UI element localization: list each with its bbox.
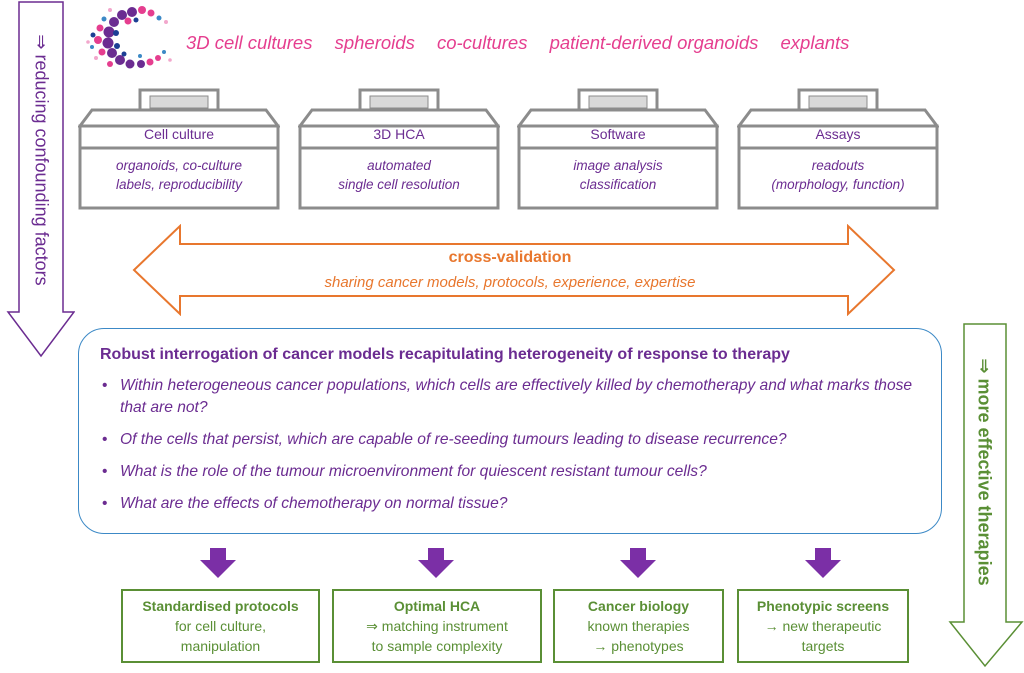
outcome-cancer-biology: Cancer biology known therapies → phenoty… — [553, 589, 724, 663]
toolbox-detail: readouts — [811, 158, 865, 173]
down-arrow-icon — [200, 548, 236, 578]
toolbox-title: Software — [590, 126, 646, 142]
toolbox-icon — [517, 88, 719, 210]
toolbox-cell-culture: Cell culture organoids, co-culture label… — [78, 88, 280, 210]
down-arrow-icon — [418, 548, 454, 578]
toolbox-software: Software image analysis classification — [517, 88, 719, 210]
logo-dotted-c — [86, 6, 172, 69]
questions-panel — [78, 328, 942, 534]
cross-validation-title: cross-validation — [448, 249, 572, 266]
question-item: Within heterogeneous cancer populations,… — [100, 375, 920, 419]
toolbox-icon — [737, 88, 939, 210]
toolbox-title: Assays — [815, 126, 861, 142]
question-item: What are the effects of chemotherapy on … — [100, 493, 920, 515]
toolbox-detail: classification — [579, 177, 657, 192]
toolbox-detail: organoids, co-culture — [115, 158, 243, 173]
outcome-detail: → phenotypes — [593, 638, 684, 654]
cross-validation-subtitle: sharing cancer models, protocols, experi… — [324, 274, 696, 291]
model-type: spheroids — [334, 32, 415, 53]
questions-list: Within heterogeneous cancer populations,… — [100, 375, 920, 525]
question-item: Of the cells that persist, which are cap… — [100, 429, 920, 451]
model-type: explants — [780, 32, 850, 53]
outcome-phenotypic-screens: Phenotypic screens → new therapeutic tar… — [737, 589, 909, 663]
toolbox-detail: labels, reproducibility — [115, 177, 243, 192]
outcome-detail: to sample complexity — [371, 638, 503, 654]
toolbox-title: Cell culture — [143, 126, 215, 142]
cross-validation-double-arrow — [132, 224, 896, 316]
outcome-title: Standardised protocols — [142, 598, 299, 614]
outcome-title: Cancer biology — [587, 598, 690, 614]
outcome-detail: known therapies — [587, 618, 690, 634]
toolbox-detail: (morphology, function) — [771, 177, 905, 192]
outcome-optimal-hca: Optimal HCA ⇒ matching instrument to sam… — [332, 589, 542, 663]
left-down-arrow: ⇒ reducing confounding factors — [5, 0, 76, 360]
toolbox-assays: Assays readouts (morphology, function) — [737, 88, 939, 210]
toolbox-icon — [298, 88, 500, 210]
outcome-detail: targets — [801, 638, 845, 654]
question-item: What is the role of the tumour microenvi… — [100, 461, 920, 483]
outcome-title: Optimal HCA — [393, 598, 481, 614]
toolbox-detail: single cell resolution — [338, 177, 460, 192]
outcome-detail: for cell culture, — [174, 618, 267, 634]
right-down-arrow: ⇒ more effective therapies — [948, 322, 1024, 668]
toolbox-title: 3D HCA — [373, 126, 425, 142]
toolbox-detail: automated — [367, 158, 431, 173]
outcome-detail: ⇒ matching instrument — [366, 618, 508, 634]
outcome-detail: manipulation — [180, 638, 261, 654]
model-type: 3D cell cultures — [186, 32, 313, 53]
model-types: 3D cell cultures spheroids co-cultures p… — [186, 32, 866, 54]
down-arrow-icon — [805, 548, 841, 578]
toolbox-3d-hca: 3D HCA automated single cell resolution — [298, 88, 500, 210]
outcome-standardised-protocols: Standardised protocols for cell culture,… — [121, 589, 320, 663]
toolbox-icon — [78, 88, 280, 210]
outcome-title: Phenotypic screens — [756, 598, 890, 614]
model-type: patient-derived organoids — [549, 32, 759, 53]
down-arrow-icon — [620, 548, 656, 578]
toolbox-detail: image analysis — [573, 158, 663, 173]
model-type: co-cultures — [436, 32, 528, 53]
outcome-detail: → new therapeutic — [764, 618, 882, 634]
panel-title: Robust interrogation of cancer models re… — [100, 346, 790, 363]
right-arrow-label: ⇒ more effective therapies — [974, 358, 995, 586]
left-arrow-label: ⇒ reducing confounding factors — [31, 34, 52, 286]
